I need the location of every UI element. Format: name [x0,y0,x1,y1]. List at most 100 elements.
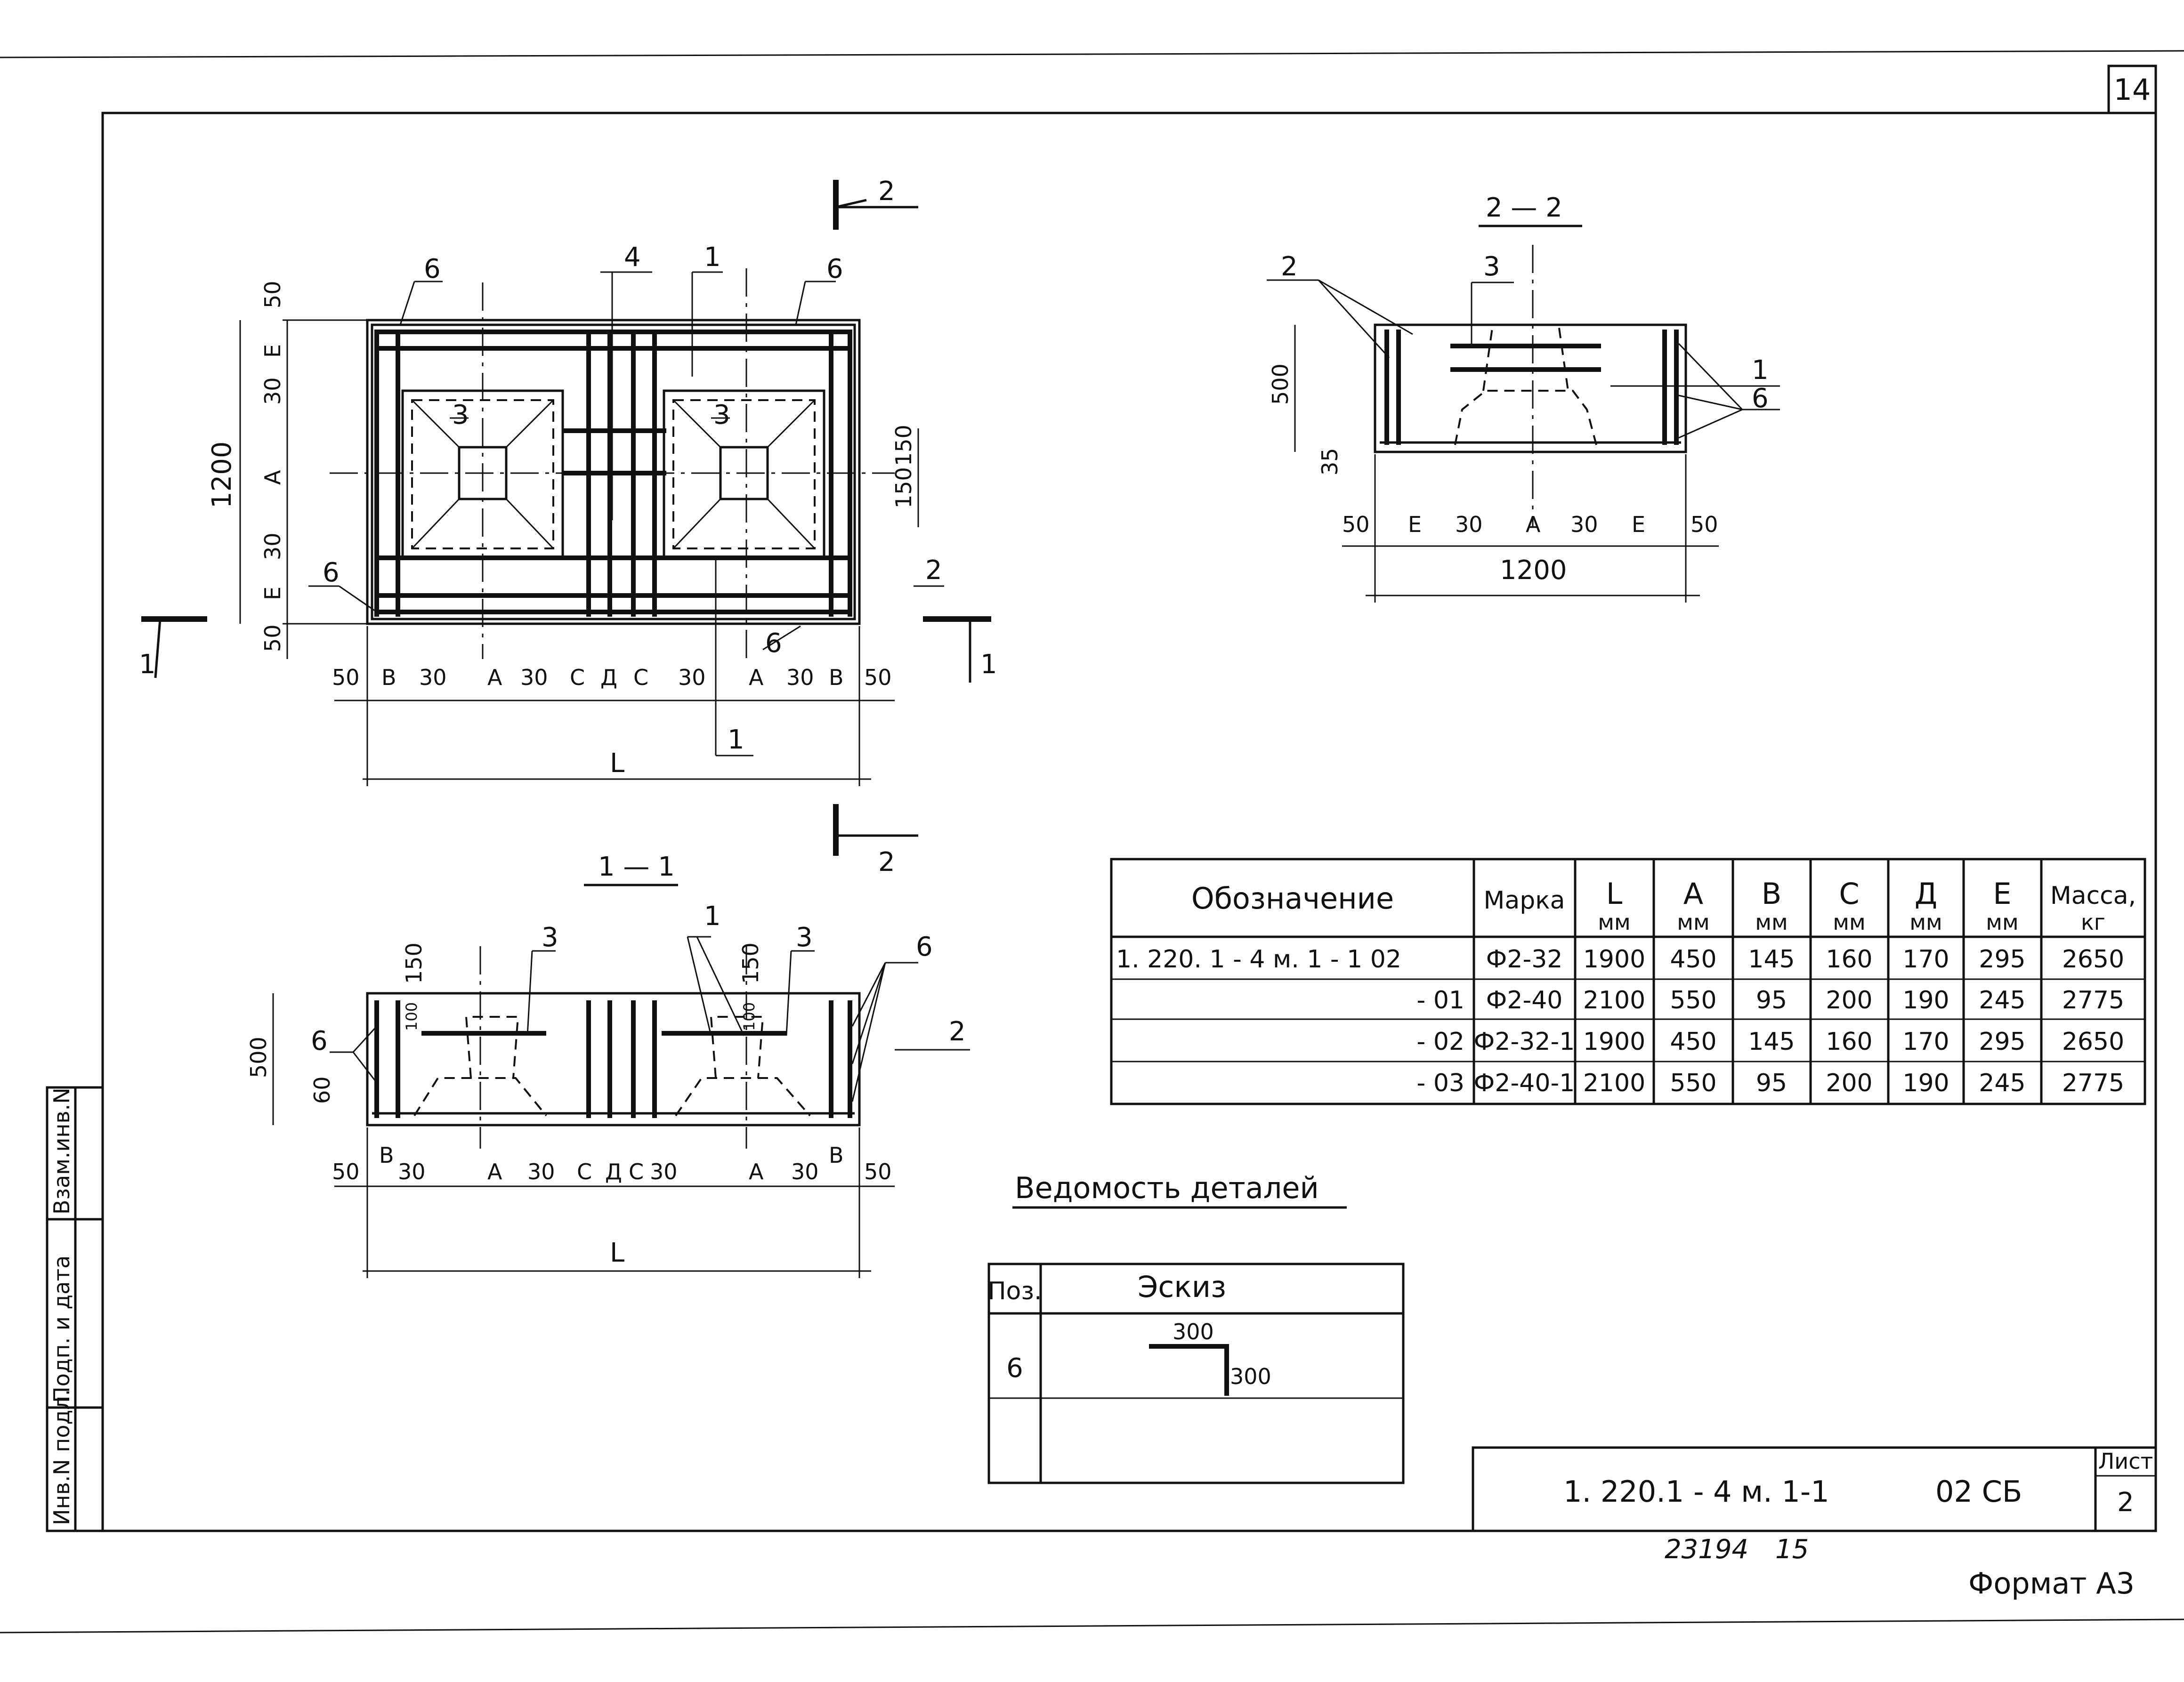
drawing-label: 245 [1979,986,2025,1014]
drawing-label: L [610,748,624,779]
drawing-label: 50 [332,665,360,690]
drawing-label: 30 [791,1159,819,1184]
drawing-label: 2100 [1583,1069,1645,1097]
drawing-label: 2775 [2062,986,2124,1014]
drawing-label: Е [260,587,285,600]
part-6-sketch [1149,1344,1229,1396]
section-2-2-title: 2 — 2 [1486,193,1562,223]
drawing-label: 190 [1902,986,1949,1014]
drawing-label: Ф2-32 [1486,945,1563,974]
section-marker-2-bottom: 2 [833,804,918,877]
drawing-label: 150 [891,425,916,466]
stamp-vzam-inv: Взам.инв.N [49,1087,74,1215]
plan-view: 2 2 1 1 [139,176,997,877]
spec-row-designation: 1. 220. 1 - 4 м. 1 - 1 02 [1116,945,1401,974]
title-sheet-label: Лист [2098,1449,2153,1474]
drawing-label: 300 [1230,1364,1271,1389]
drawing-label: 150 [891,467,916,508]
drawing-label: 245 [1979,1069,2025,1097]
stamp-podp-data: Подп. и дата [49,1255,74,1403]
drawing-label: 300 [1173,1319,1214,1344]
parts-list: Ведомость деталей Поз. Эскиз 6 300 300 [987,1171,1405,1484]
drawing-label: Ф2-40-1 [1474,1069,1575,1097]
drawing-label: 500 [246,1037,271,1078]
drawing-label: С [577,1159,592,1184]
drawing-label: 550 [1670,1069,1716,1097]
drawing-label: С [570,665,585,690]
section-1-1-title: 1 — 1 [598,852,675,882]
drawing-label: 3 [796,922,813,953]
drawing-label: 3 [542,922,558,953]
drawing-label: 295 [1979,945,2025,974]
drawing-label: 2650 [2062,945,2124,974]
drawing-label: 30 [527,1159,555,1184]
drawing-label: 200 [1826,1069,1872,1097]
section-1-1: 1 — 1 3 1 3 6 6 2 500 60 [246,852,970,1278]
spec-row-designation: - 02 [1417,1028,1464,1056]
drawing-label: мм [1833,909,1865,935]
drawing-label: 30 [678,665,706,690]
drawing-label: 30 [260,377,285,405]
drawing-label: 550 [1670,986,1716,1014]
title-suffix: 02 СБ [1935,1474,2022,1509]
drawing-label: мм [1755,909,1788,935]
spec-header-b: В [1762,877,1782,911]
drawing-label: 6 [323,557,340,588]
drawing-label: L [610,1238,624,1268]
drawing-label: 50 [260,624,285,652]
drawing-label: В [381,665,396,690]
drawing-label: 2100 [1583,986,1645,1014]
drawing-label: 1 [704,901,721,932]
drawing-label: 190 [1902,1069,1949,1097]
drawing-label: 6 [826,254,843,284]
drawing-label: кг [2081,909,2105,935]
drawing-label: 2 [878,176,895,207]
drawing-label: 30 [520,665,548,690]
drawing-label: Ф2-32-1 [1474,1028,1575,1056]
drawing-label: Ф2-40 [1486,986,1563,1014]
spec-header-d: Д [1915,877,1937,911]
spec-header-mark: Марка [1483,886,1565,915]
sheet-number: 14 [2114,72,2151,107]
drawing-label: 50 [864,1159,892,1184]
drawing-label: мм [1598,909,1630,935]
drawing-label: 500 [1268,363,1293,405]
drawing-label: 6 [424,254,441,284]
drawing-label: 60 [309,1076,335,1104]
spec-header-a: А [1683,877,1703,911]
archive-page: 15 [1775,1534,1809,1565]
drawing-label: 450 [1670,945,1716,974]
title-block: 1. 220.1 - 4 м. 1-1 02 СБ Лист 2 [1472,1446,2157,1532]
drawing-label: 30 [786,665,814,690]
drawing-label: 50 [1342,512,1370,537]
drawing-label: 6 [916,932,933,962]
drawing-label: А [260,470,285,485]
drawing-label: 50 [1691,512,1718,537]
plan-bottom-dims: 50 В 30 А 30 С Д С 30 А 30 В 50 L [332,626,895,786]
scan-bottom-edge [0,1618,2184,1634]
format-label: Формат А3 [1968,1566,2135,1601]
archive-number: 23194 [1665,1534,1748,1565]
drawing-label: 100 [403,1002,421,1031]
spec-header-e: Е [1993,877,2011,911]
spec-header-mass: Масса, [2050,882,2136,910]
drawing-label: 95 [1756,986,1787,1014]
plan-callouts: 6 4 1 6 3 3 6 2 6 1 [308,242,944,756]
plan-left-dims: 50 Е 30 А 30 Е 50 1200 [207,281,367,659]
drawing-label: 50 [260,281,285,308]
stamp-inv-podl: Инв.N подл. [49,1389,74,1525]
drawing-label: 30 [1455,512,1483,537]
drawing-label: 200 [1826,986,1872,1014]
spec-header-l: L [1606,877,1623,911]
drawing-label: 450 [1670,1028,1716,1056]
drawing-label: 50 [332,1159,360,1184]
parts-row-pos: 6 [1006,1353,1023,1384]
drawing-label: Д [600,665,617,690]
drawing-label: 1 [980,649,997,680]
drawing-label: А [749,665,764,690]
drawing-label: 3 [1483,251,1500,282]
scan-top-edge [0,50,2184,58]
drawing-label: 2 [925,555,942,586]
drawing-label: С [633,665,648,690]
drawing-label: Е [1408,512,1422,537]
